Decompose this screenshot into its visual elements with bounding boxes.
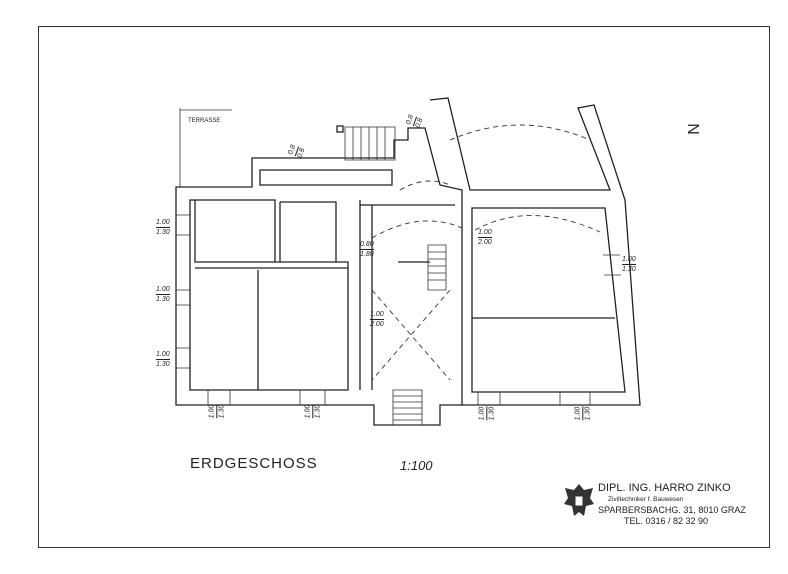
column [336,125,344,133]
outer-wall-left [175,127,463,426]
stairs-inner [427,244,447,291]
stairs-top [344,126,396,161]
windows [176,214,621,405]
inner-wall-left [189,199,349,391]
room-divider-2 [279,201,337,262]
stamp-address: SPARBERSBACHG. 31, 8010 GRAZ [598,505,746,515]
austrian-eagle-emblem-icon [564,484,594,516]
drawing-sheet-border [38,26,770,548]
plan-title: ERDGESCHOSS [190,455,318,472]
plan-scale: 1:100 [400,458,433,473]
stamp-profession: Ziviltechniker f. Bauwesen [608,496,684,503]
door-swing [449,124,591,141]
inner-wall-right [471,207,626,393]
stamp-phone: TEL. 0316 / 82 32 90 [624,516,709,526]
room-divider-1 [194,200,348,390]
stamp-name: DIPL. ING. HARRO ZINKO [598,482,731,494]
stairs-entrance [392,389,423,426]
outer-wall-right [429,97,641,406]
corridor-walls [259,169,455,390]
room-label-terrace: TERRASSE [188,118,221,124]
terrace-outline [179,108,232,187]
north-arrow-icon: N [683,123,701,135]
